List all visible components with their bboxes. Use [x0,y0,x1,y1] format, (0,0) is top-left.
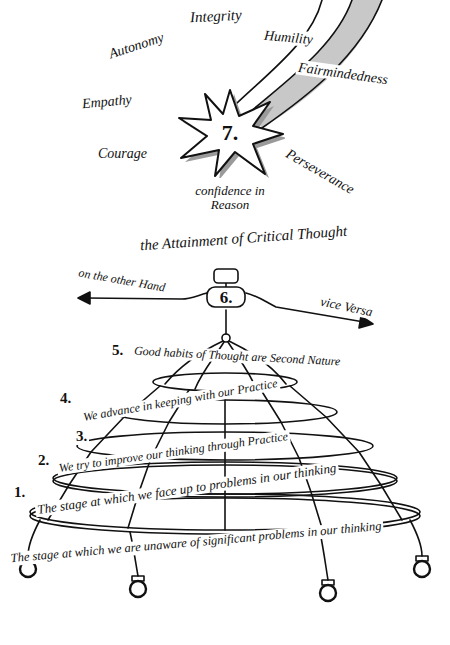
stage-label: We advance in keeping with our Practice [80,377,280,425]
star-trail [250,0,352,112]
stage-number: 2. [36,452,51,469]
arm-arrow [86,293,207,299]
wheel [320,585,336,601]
stage-number: 5. [110,342,125,359]
virtue-label: Empathy [79,92,134,112]
stage-number: 1. [12,484,27,501]
virtue-label: Autonomy [105,29,168,62]
arrow-label: vice Versa [317,294,376,320]
stage-number: 7. [222,122,239,144]
arrow-head [78,292,90,304]
cage-bar [224,391,226,530]
seat-cushion [207,287,245,307]
stage-label: Good habits of Thought are Second Nature [132,345,343,369]
cage-bar [290,386,402,520]
virtue-label: confidence in Reason [188,184,272,213]
wheel-leg [410,520,422,556]
virtue-label: Courage [96,146,149,161]
stage-label: We try to improve our thinking through P… [56,430,291,476]
seat-back [214,269,238,283]
virtue-label: Integrity [188,7,244,26]
critical-thought-seat: 6. [203,268,249,310]
virtue-star: 7. [175,88,285,178]
wheel [130,581,146,597]
stage-title: the Attainment of Critical Thought [138,223,350,254]
illustration-lines [20,0,430,601]
virtue-label: Perseverance [282,145,359,198]
stage-label: The stage at which we are unaware of sig… [8,520,384,566]
stage-number: 3. [74,428,89,445]
virtue-label: Fairmindedness [295,60,390,88]
star-outline [179,90,283,176]
seat-stem [225,310,227,334]
virtue-label: Humility [261,28,315,48]
arrow-label: on the other Hand [76,266,169,295]
stage-number: 6. [220,289,233,306]
wheel-leg [320,532,328,580]
wheel [414,561,430,577]
stage-number: 4. [58,390,73,407]
cage-bar [261,390,322,528]
